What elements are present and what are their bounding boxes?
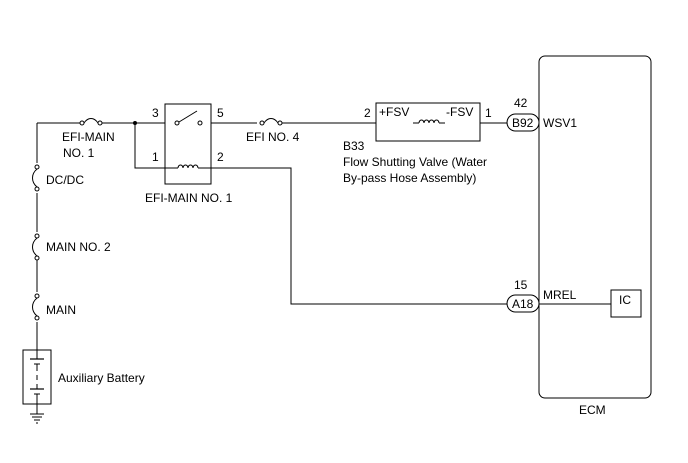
ecm-label: ECM (579, 403, 606, 417)
connector-b92 (506, 113, 540, 132)
main-fuse-icon (32, 293, 40, 321)
ic-label: IC (619, 293, 631, 307)
flow-shutting-valve (375, 102, 481, 142)
pin-15: 15 (514, 278, 528, 292)
battery-icon (22, 349, 52, 405)
relay-pin-1: 1 (152, 150, 159, 164)
signal-mrel: MREL (543, 288, 577, 302)
valve-pin-2: 2 (364, 106, 371, 120)
efi-main-fuse-icon (79, 118, 103, 126)
dcdc-fuse-label: DC/DC (46, 173, 84, 187)
dcdc-fuse-icon (32, 164, 40, 192)
signal-wsv1: WSV1 (543, 116, 577, 130)
main-no2-fuse-icon (32, 233, 40, 261)
connector-a18-label: A18 (512, 297, 534, 311)
relay-pin-5: 5 (217, 106, 224, 120)
main-fuse-label: MAIN (46, 303, 76, 317)
ecm-box (538, 55, 652, 399)
valve-pin-1: 1 (485, 106, 492, 120)
efi-no4-fuse-icon (259, 118, 283, 126)
relay-pin-2: 2 (217, 150, 224, 164)
main-no2-fuse-label: MAIN NO. 2 (46, 240, 111, 254)
efi-main-fuse-label-2: NO. 1 (63, 146, 95, 160)
relay-pin-3: 3 (152, 106, 159, 120)
relay-label: EFI-MAIN NO. 1 (145, 191, 233, 205)
battery-label: Auxiliary Battery (58, 371, 145, 385)
efi-main-fuse-label-1: EFI-MAIN (62, 130, 115, 144)
ground-icon (30, 404, 44, 424)
pin-42: 42 (514, 96, 528, 110)
efi-no4-fuse-label: EFI NO. 4 (246, 130, 300, 144)
valve-name-2: By-pass Hose Assembly) (343, 171, 476, 185)
connector-b92-label: B92 (512, 116, 534, 130)
valve-plus-label: +FSV (379, 105, 409, 119)
valve-name-1: Flow Shutting Valve (Water (343, 155, 487, 169)
ic-box (610, 289, 642, 318)
relay-box (164, 103, 212, 185)
valve-minus-label: -FSV (446, 105, 473, 119)
valve-code: B33 (343, 139, 365, 153)
